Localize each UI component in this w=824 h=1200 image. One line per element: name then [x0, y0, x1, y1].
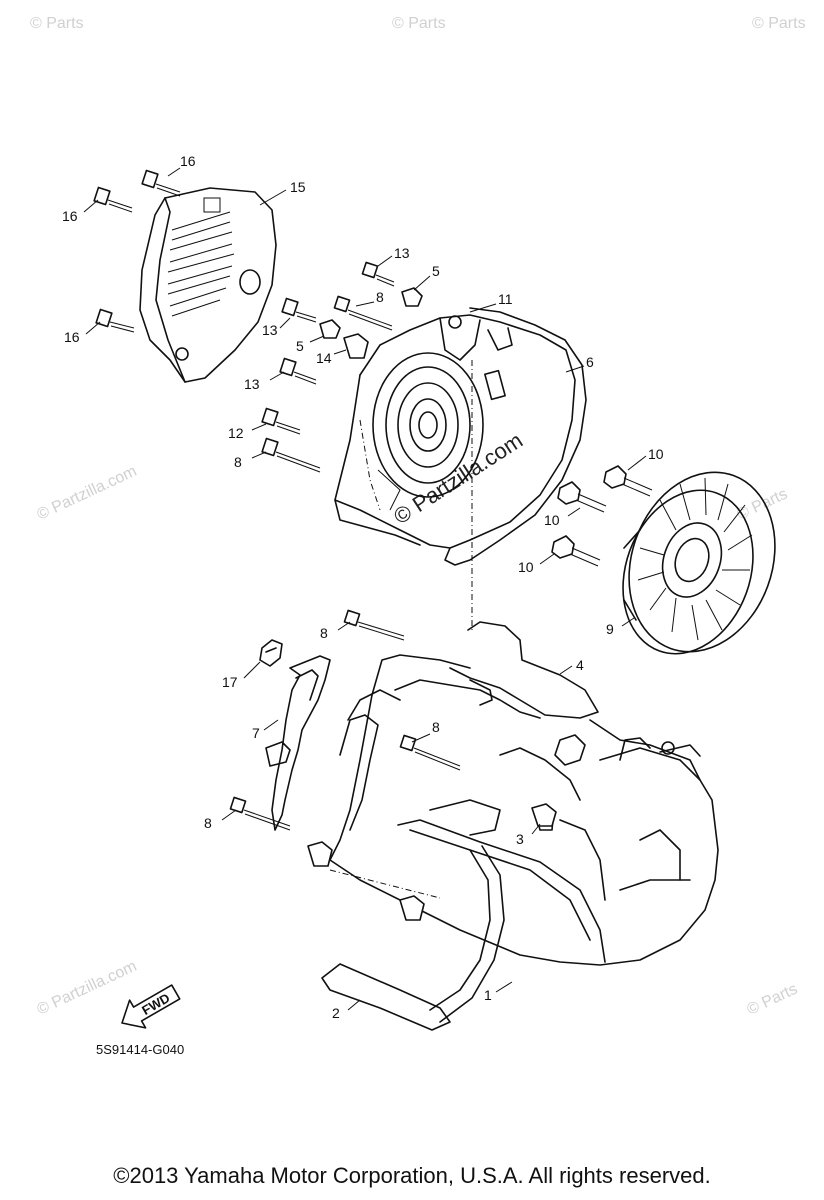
bolt-10-low	[551, 535, 601, 567]
watermark-bottom-right: © Parts	[745, 981, 801, 1019]
watermark-top-right: © Parts	[752, 15, 806, 32]
bolt-10-top	[603, 465, 653, 497]
copyright-notice: ©2013 Yamaha Motor Corporation, U.S.A. A…	[113, 1163, 711, 1188]
callout-13-top: 13	[394, 245, 410, 261]
callout-7: 7	[252, 725, 260, 741]
callout-10-top: 10	[648, 446, 664, 462]
collar-5-top	[401, 287, 423, 307]
bolt-12	[261, 407, 301, 435]
part-1-4-crankcase-duct	[329, 621, 719, 966]
callout-16-top: 16	[180, 153, 196, 169]
diagram-code: 5S91414-G040	[96, 1042, 184, 1057]
watermark-bottom-left: © Partzilla.com	[35, 958, 140, 1019]
callout-9: 9	[606, 621, 614, 637]
callout-5-top: 5	[432, 263, 440, 279]
part-2-duct-band	[321, 845, 505, 1031]
fan-bolts-10	[551, 465, 653, 567]
callout-12: 12	[228, 425, 244, 441]
bolt-13-top	[361, 261, 395, 287]
callout-3: 3	[516, 831, 524, 847]
screw-16-left	[93, 186, 133, 213]
callout-8-case-top: 8	[320, 625, 328, 641]
collar-case-left	[307, 841, 333, 867]
callout-13-mid: 13	[262, 322, 278, 338]
callout-14: 14	[316, 350, 332, 366]
leader-lines	[83, 167, 647, 1011]
callout-4: 4	[576, 657, 584, 673]
bolt-10-mid	[557, 481, 607, 513]
watermark-top-center: © Parts	[392, 15, 446, 32]
callout-10-low: 10	[518, 559, 534, 575]
callout-13-low: 13	[244, 376, 260, 392]
callout-17: 17	[222, 674, 238, 690]
bolt-8-case-top	[343, 609, 405, 641]
collar-case-low	[399, 895, 425, 921]
screw-16-top	[141, 169, 181, 197]
callout-2: 2	[332, 1005, 340, 1021]
callout-11: 11	[498, 291, 513, 307]
bolt-13-mid	[281, 297, 317, 323]
callout-15: 15	[290, 179, 306, 195]
watermark-mid-left: © Partzilla.com	[35, 463, 140, 524]
callout-5-mid: 5	[296, 338, 304, 354]
shroud-fasteners	[261, 261, 423, 473]
callout-6: 6	[586, 354, 594, 370]
screws-16	[93, 169, 181, 333]
collar-5-mid	[319, 319, 341, 339]
part-6-11-fan-shroud	[334, 307, 587, 566]
part-15-side-cover	[139, 187, 277, 383]
collar-14	[343, 333, 369, 359]
case-bolts-8	[229, 609, 461, 921]
callout-16-bottom: 16	[64, 329, 80, 345]
alignment-line-case	[329, 869, 441, 899]
part-9-cooling-fan	[622, 471, 776, 655]
callout-8-case-low: 8	[204, 815, 212, 831]
bolt-13-low	[279, 357, 317, 385]
callout-16-left: 16	[62, 208, 78, 224]
callout-8-top: 8	[376, 289, 384, 305]
bolt-8-case-mid	[399, 734, 461, 771]
part-3-collar	[531, 803, 557, 827]
screw-16-bottom	[95, 308, 135, 333]
part-7-seal	[265, 655, 331, 831]
watermark-mid-right: © Parts	[735, 486, 791, 524]
callout-labels: 16 16 16 15 13 5 8 11 13 5 14 13 6 12 8 …	[62, 153, 664, 1021]
bolt-8-top	[333, 295, 393, 331]
part-17-clip	[259, 639, 283, 667]
callout-1: 1	[484, 987, 492, 1003]
callout-8-shroud: 8	[234, 454, 242, 470]
callout-8-case-mid: 8	[432, 719, 440, 735]
watermark-top-left: © Parts	[30, 15, 84, 32]
bolt-8-case-low	[229, 796, 291, 831]
callout-10-mid: 10	[544, 512, 560, 528]
fwd-arrow-icon: FWD	[121, 984, 181, 1029]
bolt-8-shroud	[261, 437, 321, 473]
